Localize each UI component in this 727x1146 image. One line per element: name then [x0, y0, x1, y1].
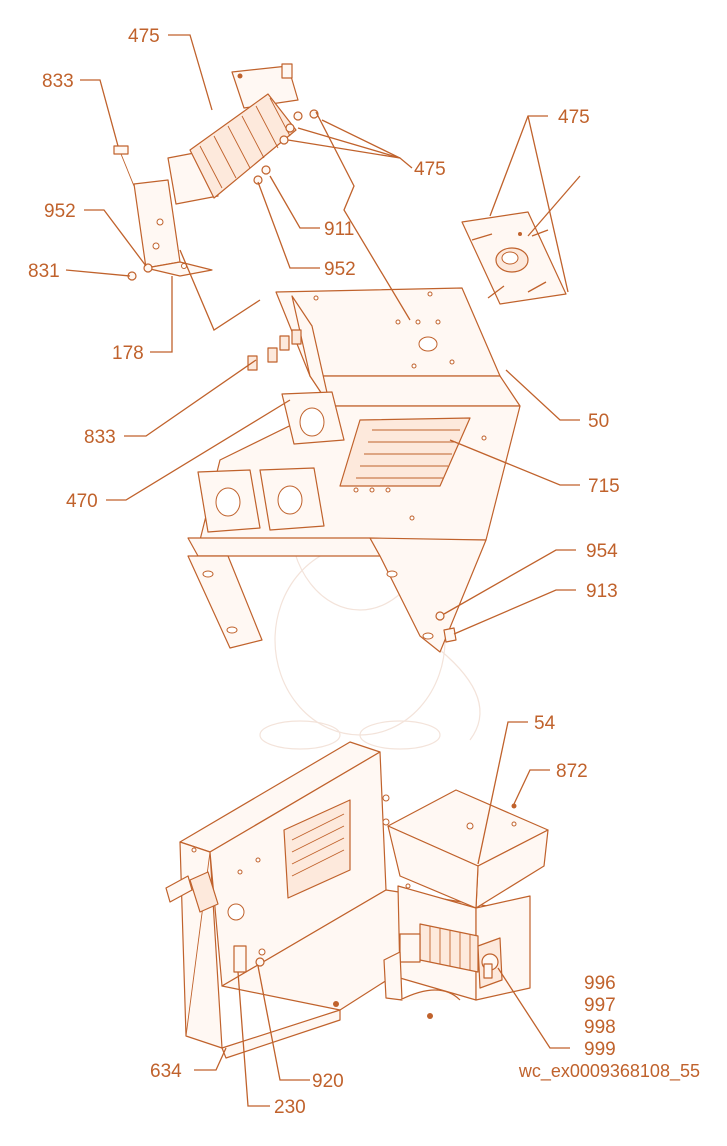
callout-178: 178	[112, 343, 144, 364]
callout-831: 831	[28, 261, 60, 282]
callout-54: 54	[534, 713, 556, 734]
transformer-part-470	[197, 329, 345, 533]
fasteners-top	[113, 109, 319, 187]
lower-assembly	[165, 721, 570, 1107]
screws-954-913	[435, 611, 457, 643]
callout-872: 872	[556, 761, 588, 782]
callout-634: 634	[150, 1061, 182, 1082]
callout-997: 997	[584, 995, 616, 1016]
callout-954: 954	[586, 541, 618, 562]
callout-913: 913	[586, 581, 618, 602]
footer-code: wc_ex0009368108_55	[518, 1061, 700, 1082]
control-block-parts-996-999	[333, 885, 531, 1019]
callout-833-mid: 833	[84, 427, 116, 448]
callout-50: 50	[588, 411, 609, 432]
callout-833-top: 833	[42, 71, 74, 92]
cylinder-part-475	[167, 63, 299, 205]
callout-911: 911	[324, 219, 354, 240]
callout-715: 715	[588, 476, 620, 497]
callout-475-right-a: 475	[558, 107, 590, 128]
housing-part-50	[275, 287, 521, 407]
callout-470: 470	[66, 491, 98, 512]
bracket-part-178	[127, 179, 213, 281]
callout-999: 999	[584, 1039, 616, 1060]
callout-475-right-b: 475	[414, 159, 446, 180]
callout-labels: 475 833 475 475 952 911 831 952 178 50 8…	[28, 26, 620, 1118]
leader-lines-lower	[194, 721, 570, 1107]
callout-952-mid: 952	[324, 259, 356, 280]
switch-part-230	[165, 871, 265, 973]
motor-plate-part-475	[461, 175, 581, 305]
callout-998: 998	[584, 1017, 616, 1038]
upper-assembly	[65, 34, 581, 653]
callout-952-left: 952	[44, 201, 76, 222]
leader-lines-upper	[65, 34, 580, 635]
callout-920: 920	[312, 1071, 344, 1092]
frame-part-634	[179, 741, 501, 1059]
callout-475-top: 475	[128, 26, 160, 47]
chute-part-54	[387, 789, 549, 909]
callout-996: 996	[584, 973, 616, 994]
callout-230: 230	[274, 1097, 306, 1118]
